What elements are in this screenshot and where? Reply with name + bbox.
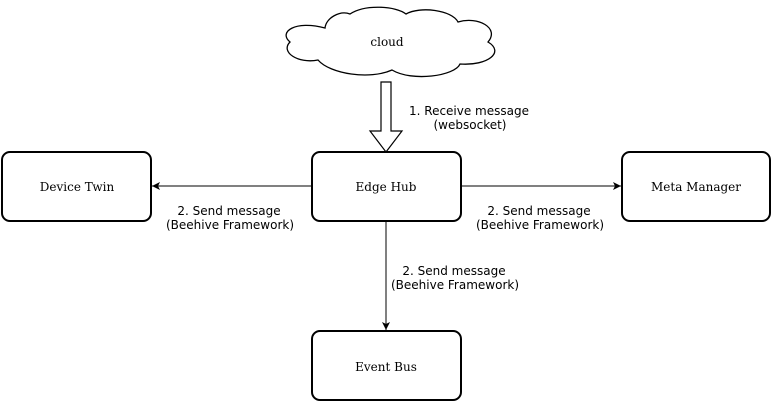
cloud-label: cloud xyxy=(370,35,404,49)
event-bus-edge-label-line2: (Beehive Framework) xyxy=(391,278,519,292)
cloud-shape xyxy=(285,6,496,78)
meta-manager-label: Meta Manager xyxy=(651,180,741,194)
cloud-node[interactable]: cloud xyxy=(285,6,496,78)
receive-label-line2: (websocket) xyxy=(434,118,507,132)
event-bus-label: Event Bus xyxy=(355,360,417,374)
receive-block-arrow xyxy=(368,81,404,153)
meta-manager-edge-label-line2: (Beehive Framework) xyxy=(476,218,604,232)
meta-manager-box xyxy=(621,151,771,222)
receive-label-line1: 1. Receive message xyxy=(409,104,529,118)
device-twin-label: Device Twin xyxy=(40,180,115,194)
meta-manager-edge-label-line1: 2. Send message xyxy=(487,204,590,218)
device-twin-edge-label-line2: (Beehive Framework) xyxy=(166,218,294,232)
event-bus-box xyxy=(311,330,462,401)
device-twin-box xyxy=(1,151,152,222)
edge-hub-node[interactable]: Edge Hub xyxy=(311,151,462,222)
event-bus-edge-label-line1: 2. Send message xyxy=(402,264,505,278)
device-twin-edge-label-line1: 2. Send message xyxy=(177,204,280,218)
event-bus-node[interactable]: Event Bus xyxy=(311,330,462,401)
edge-hub-label: Edge Hub xyxy=(356,180,417,194)
device-twin-node[interactable]: Device Twin xyxy=(1,151,152,222)
meta-manager-node[interactable]: Meta Manager xyxy=(621,151,771,222)
